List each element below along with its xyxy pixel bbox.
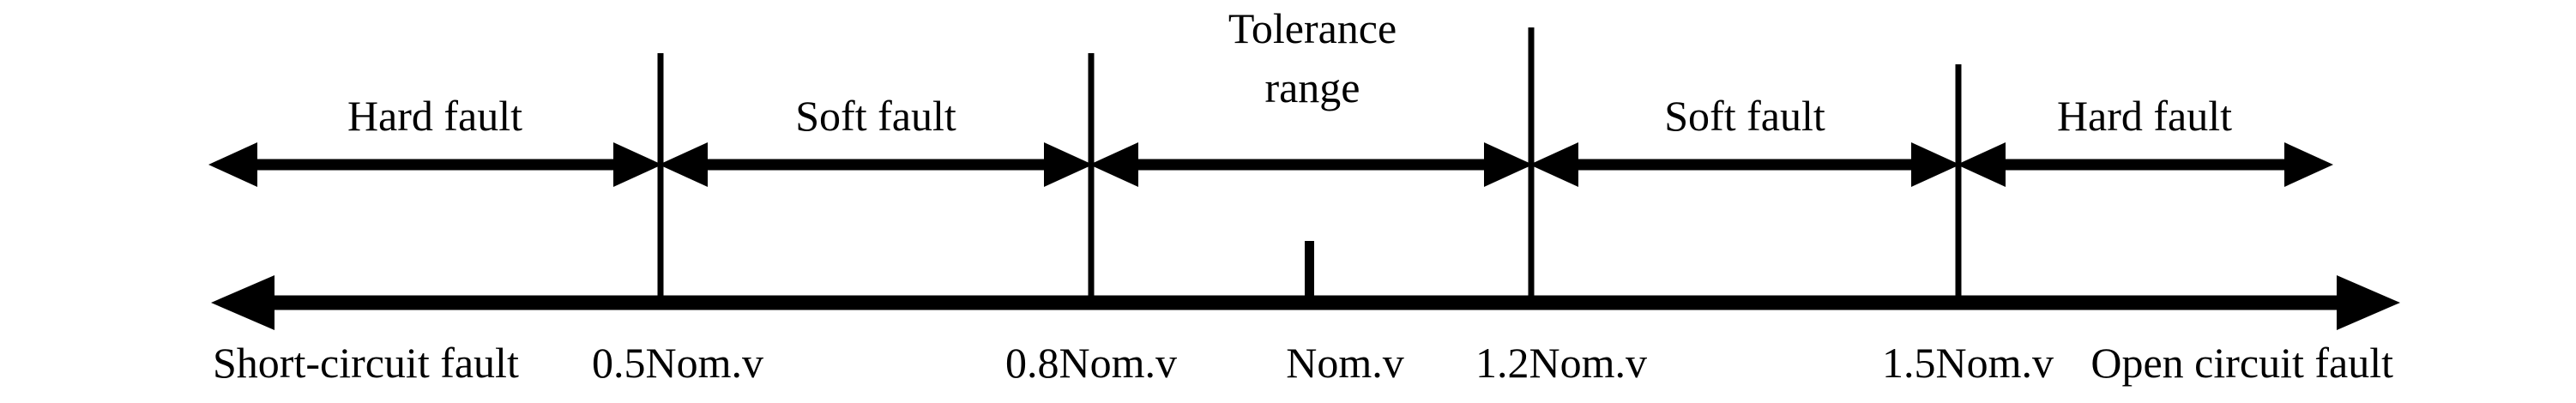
region-arrow-soft-fault-right xyxy=(1529,142,1960,187)
region-label-tolerance-line1: Tolerance xyxy=(1228,4,1397,52)
region-label-soft-fault-right: Soft fault xyxy=(1664,92,1825,140)
region-arrow-hard-fault-left xyxy=(208,142,662,187)
axis-label-short-circuit-fault: Short-circuit fault xyxy=(213,339,519,387)
nominal-value-marker xyxy=(1305,241,1314,303)
axis-arrowhead-right xyxy=(2337,275,2400,330)
axis-label-open-circuit-fault: Open circuit fault xyxy=(2090,339,2393,387)
axis-label-1.5nom: 1.5Nom.v xyxy=(1882,339,2054,387)
region-label-hard-fault-right: Hard fault xyxy=(2057,92,2232,140)
main-axis-line xyxy=(211,275,2400,330)
region-arrow-soft-fault-left xyxy=(659,142,1093,187)
axis-label-nom: Nom.v xyxy=(1286,339,1404,387)
axis-label-0.5nom: 0.5Nom.v xyxy=(592,339,763,387)
region-arrow-hard-fault-right xyxy=(1957,142,2333,187)
region-label-soft-fault-left: Soft fault xyxy=(795,92,956,140)
region-label-hard-fault-left: Hard fault xyxy=(347,92,522,140)
region-label-tolerance-line2: range xyxy=(1264,63,1360,111)
axis-label-1.2nom: 1.2Nom.v xyxy=(1475,339,1647,387)
axis-arrowhead-left xyxy=(211,275,274,330)
region-arrow-tolerance-range xyxy=(1089,142,1533,187)
axis-label-0.8nom: 0.8Nom.v xyxy=(1005,339,1177,387)
